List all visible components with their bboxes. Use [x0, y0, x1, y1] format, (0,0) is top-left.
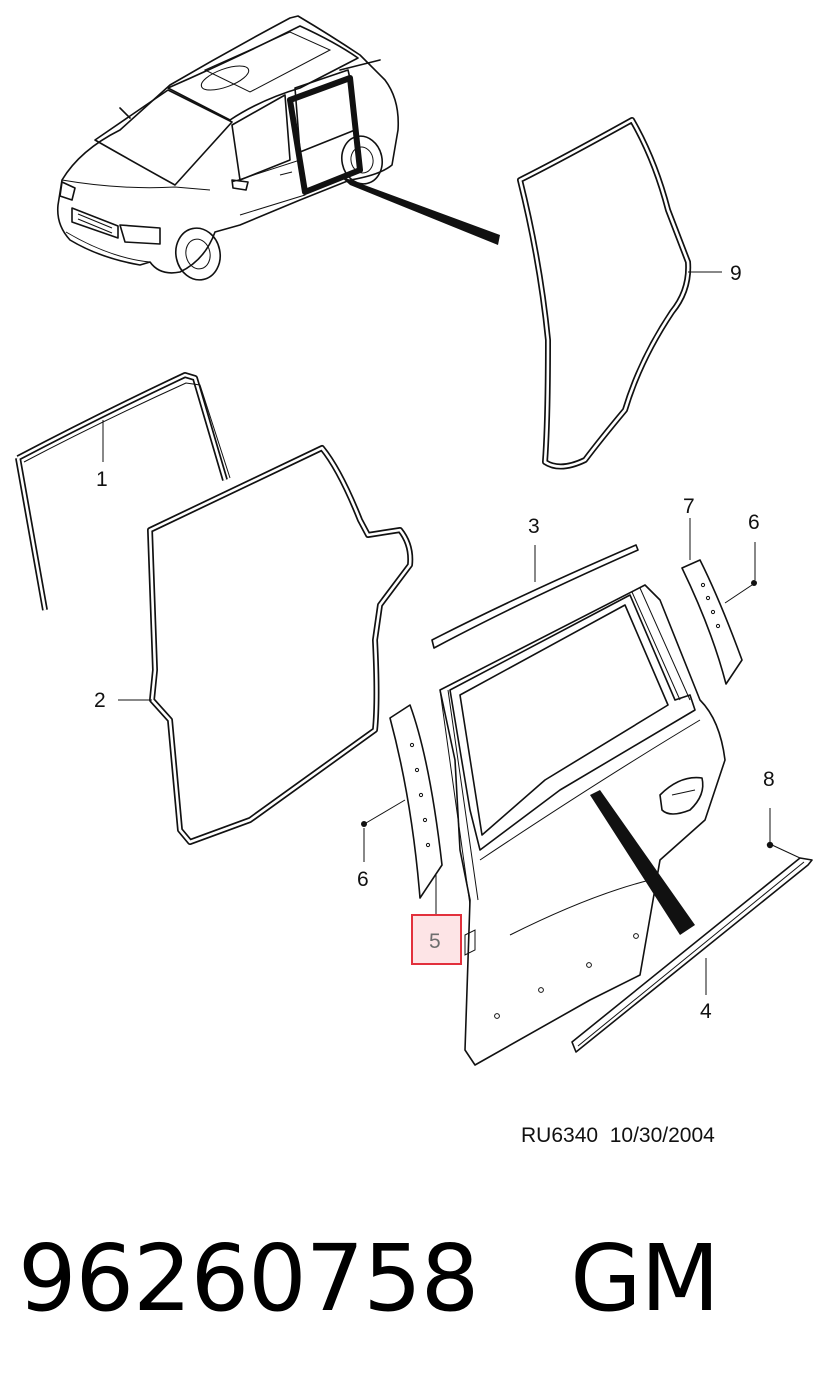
drawing-reference: RU6340 10/30/2004: [521, 1124, 715, 1148]
callout-7[interactable]: 7: [683, 495, 695, 518]
part-3-upper-molding: [431, 544, 639, 649]
car-illustration: [56, 15, 500, 281]
drawing-date: 10/30/2004: [609, 1124, 715, 1147]
callout-6-right[interactable]: 6: [748, 511, 760, 534]
callout-4[interactable]: 4: [700, 1000, 712, 1023]
callout-2[interactable]: 2: [94, 689, 106, 712]
part-4-lower-molding: [571, 808, 813, 1053]
callout-6-left[interactable]: 6: [357, 868, 369, 891]
part-2-door-opening-seal: [118, 445, 414, 845]
brand-name: GM: [570, 1224, 720, 1332]
part-9-glass-run-seal: [517, 117, 722, 470]
part-number: 96260758: [18, 1224, 479, 1332]
callout-5[interactable]: 5: [429, 930, 441, 953]
part-number-footer: 96260758 GM: [18, 1218, 720, 1338]
callout-8[interactable]: 8: [763, 768, 775, 791]
drawing-code: RU6340: [521, 1124, 599, 1147]
callout-1[interactable]: 1: [96, 468, 108, 491]
parts-diagram: 1 2 3 4 6 6 7 8 9 5: [15, 15, 813, 1066]
part-5-front-sash-trim: [361, 704, 443, 915]
callout-9[interactable]: 9: [730, 262, 742, 285]
callout-5-highlight[interactable]: 5: [411, 914, 462, 965]
callout-3[interactable]: 3: [528, 515, 540, 538]
part-1-upper-weatherstrip: [15, 372, 231, 611]
rear-door-panel: [439, 584, 726, 1066]
part-7-rear-sash-trim: [681, 518, 757, 685]
